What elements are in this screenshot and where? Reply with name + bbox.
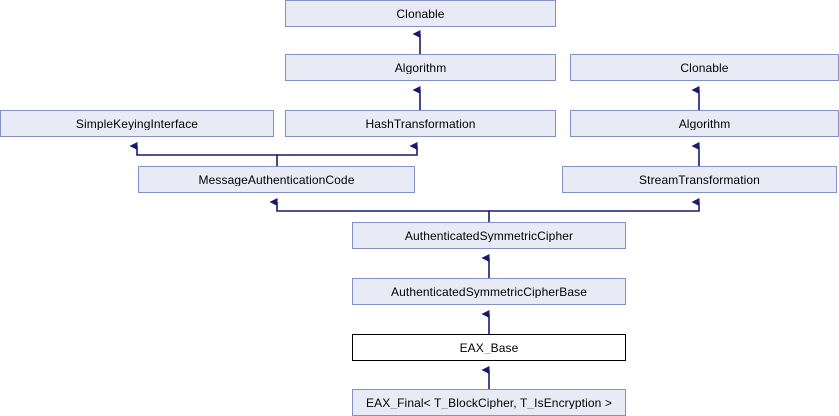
class-node-mac[interactable]: MessageAuthenticationCode: [138, 166, 415, 193]
class-node-label: StreamTransformation: [639, 173, 760, 186]
class-node-label: AuthenticatedSymmetricCipherBase: [391, 285, 587, 298]
class-node-eax_final[interactable]: EAX_Final< T_BlockCipher, T_IsEncryption…: [352, 389, 626, 416]
class-node-asc[interactable]: AuthenticatedSymmetricCipher: [352, 222, 626, 249]
class-node-label: HashTransformation: [365, 117, 476, 130]
class-node-clonable_right[interactable]: Clonable: [570, 54, 839, 81]
edge-mac-branch-right: [277, 142, 418, 156]
class-node-simple_keying[interactable]: SimpleKeyingInterface: [0, 110, 274, 137]
class-node-label: Algorithm: [394, 61, 447, 74]
class-node-label: AuthenticatedSymmetricCipher: [404, 229, 574, 242]
class-node-label: SimpleKeyingInterface: [75, 117, 199, 130]
class-node-label: MessageAuthenticationCode: [198, 173, 355, 186]
class-node-label: Clonable: [396, 7, 445, 20]
class-node-stream_transform[interactable]: StreamTransformation: [562, 166, 837, 193]
class-node-label: Clonable: [680, 61, 729, 74]
class-node-clonable_top[interactable]: Clonable: [285, 0, 556, 27]
edge-asc-branch-left: [269, 198, 490, 222]
class-node-algorithm_mid[interactable]: Algorithm: [285, 54, 556, 81]
class-node-asc_base[interactable]: AuthenticatedSymmetricCipherBase: [352, 278, 626, 305]
class-node-algorithm_right[interactable]: Algorithm: [570, 110, 839, 137]
class-node-eax_base[interactable]: EAX_Base: [352, 334, 626, 361]
class-node-label: EAX_Base: [459, 341, 519, 354]
edge-asc-branch-right: [489, 198, 700, 212]
class-node-label: Algorithm: [678, 117, 731, 130]
class-node-label: EAX_Final< T_BlockCipher, T_IsEncryption…: [366, 396, 612, 409]
class-node-hash_transform[interactable]: HashTransformation: [285, 110, 556, 137]
edge-mac-branch-stem: [129, 142, 278, 166]
